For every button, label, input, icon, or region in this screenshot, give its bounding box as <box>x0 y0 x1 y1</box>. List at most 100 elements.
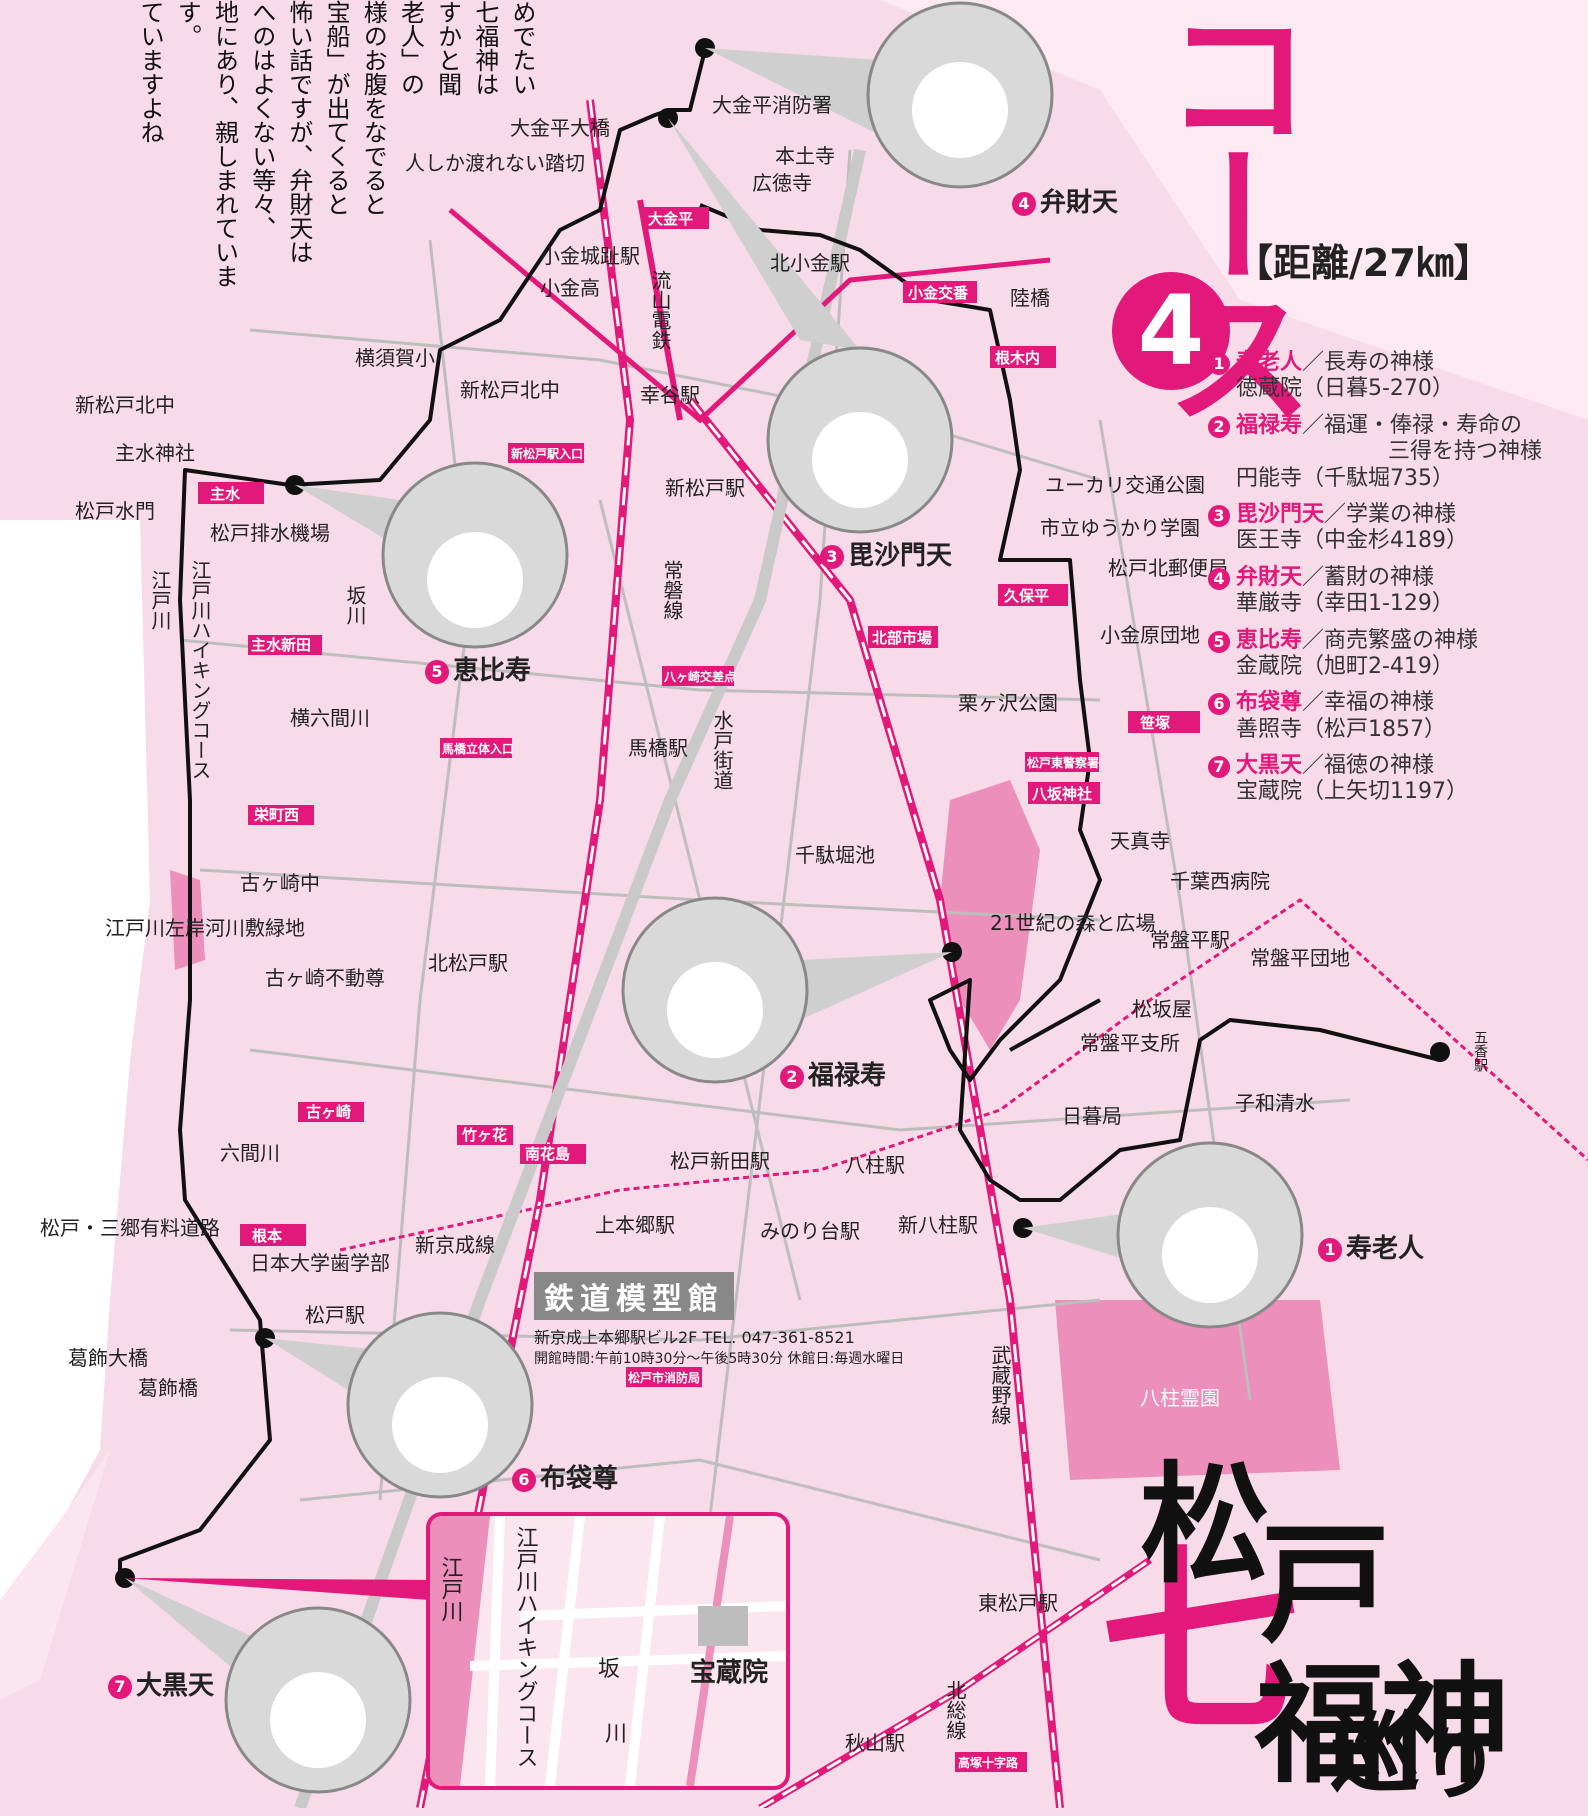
label-higashi-matsudo: 東松戸駅 <box>978 1591 1058 1615</box>
label-rikkyo: 陸橋 <box>1010 286 1050 310</box>
label-kamihongo: 上本郷駅 <box>595 1213 675 1237</box>
inset-saka-label: 坂 <box>598 1657 620 1682</box>
label-tenshinji: 天真寺 <box>1110 829 1170 853</box>
label-matsudo-shinden: 松戸新田駅 <box>670 1149 770 1173</box>
box-takatsuka: 高塚十字路 <box>958 1755 1019 1770</box>
deity-illustrations <box>125 1 1304 1794</box>
legend-name: 寿老人 <box>1236 350 1303 375</box>
box-matsudo-shobo: 松戸市消防局 <box>628 1370 700 1385</box>
box-shusui: 主水 <box>210 485 241 503</box>
intro-line: ていますよね <box>136 0 165 144</box>
legend-number: 3 <box>1208 504 1230 527</box>
title-char: 戸 <box>1260 1508 1391 1661</box>
intro-line: へのはよくない等々、 <box>247 0 276 240</box>
label-matsudo-suimon: 松戸水門 <box>75 499 155 523</box>
legend-item: 2 福禄寿／福運・俸禄・寿命の 三得を持つ神様 円能寺（千駄堀735） <box>1208 413 1568 492</box>
label-kouya: 幸谷駅 <box>640 383 700 407</box>
title-char: 松 <box>1140 1448 1271 1601</box>
label-mori-hiroba: 21世紀の森と広場 <box>990 911 1155 935</box>
box-hachigasaki: 八ヶ崎交差点 <box>663 669 736 684</box>
label-hondoji: 本土寺 <box>775 144 835 168</box>
box-okanedaira: 大金平 <box>648 210 693 228</box>
box-shinmatsudo-iriguchi: 新松戸駅入口 <box>511 446 583 461</box>
box-takegahana: 竹ヶ花 <box>461 1126 507 1144</box>
label-sendabori-ike: 千駄堀池 <box>795 843 875 867</box>
museum-title: 鉄道模型館 <box>534 1272 734 1320</box>
box-matsudo-higashi-keisatsu: 松戸東警察署 <box>1027 755 1099 770</box>
label-saka-kawa: 坂川 <box>343 585 367 625</box>
ryutetsu-line <box>637 199 683 421</box>
title-char-seven: 七 <box>1100 1525 1301 1760</box>
legend-number: 6 <box>1208 693 1230 716</box>
label-tokiwadaira: 常盤平駅 <box>1150 928 1230 952</box>
vertical-labels: 流山電鉄 坂川 江戸川 江戸川ハイキングコース 常磐線 水戸街道 武蔵野線 北総… <box>148 270 1488 1740</box>
label-musashino: 武蔵野線 <box>988 1345 1012 1425</box>
label-matsudo-misato: 松戸・三郷有料道路 <box>40 1216 220 1240</box>
label-edogawa-hiking: 江戸川ハイキングコース <box>188 560 212 780</box>
label-matsudo-haisui: 松戸排水機場 <box>210 521 330 545</box>
box-nemoto: 根本 <box>252 1227 282 1245</box>
box-kubohira: 久保平 <box>1004 587 1049 605</box>
legend-name: 大黒天 <box>1236 753 1303 779</box>
inset-kawa-label: 川 <box>605 1722 627 1747</box>
title-char: 巡 <box>1330 1700 1420 1806</box>
label-ryuzan-dentetsu: 流山電鉄 <box>648 270 672 350</box>
intersection-labels: 大金平 小金交番 根木内 新松戸駅入口 主水 主水新田 久保平 北部市場 八ヶ崎… <box>198 207 1200 1772</box>
label-higurashi: 日暮局 <box>1062 1104 1122 1128</box>
inset-edogawa-label: 江戸川 <box>438 1556 464 1622</box>
legend-number: 2 <box>1208 415 1230 438</box>
intro-line: すかと聞 <box>433 0 462 96</box>
label-yukari-gakuen: 市立ゆうかり学園 <box>1040 516 1200 540</box>
area-yabashira-reien <box>1055 1300 1340 1480</box>
legend-name: 弁財天 <box>1236 564 1303 590</box>
spot-label-text: 寿老人 <box>1346 1234 1425 1264</box>
intro-line: 老人」の <box>396 0 425 96</box>
legend-name: 布袋尊 <box>1236 690 1303 716</box>
place-labels: 大金平大橋 大金平消防署 本土寺 広徳寺 人しか渡れない踏切 小金城趾駅 小金高… <box>40 93 1350 1755</box>
inset-map-hozoin: 江戸川 江戸川ハイキングコース 坂 川 宝蔵院 <box>426 1512 790 1790</box>
intro-line: 地にあり、親しまれています。 <box>173 0 239 288</box>
title-char: 福 <box>1255 1648 1386 1801</box>
legend-temple: 医王寺（中金杉4189） <box>1236 528 1468 554</box>
railway-museum-info: 鉄道模型館 新京成上本郷駅ビル2F TEL. 047-361-8521 開館時間… <box>534 1272 904 1368</box>
legend-number: 5 <box>1208 630 1230 653</box>
label-shin-yabashira: 新八柱駅 <box>898 1213 978 1237</box>
legend-number: 1 <box>1208 353 1230 375</box>
label-edogawa-sagan: 江戸川左岸河川敷緑地 <box>105 916 305 940</box>
label-kurigasawa: 栗ヶ沢公園 <box>958 691 1058 715</box>
label-yabashira: 八柱駅 <box>845 1153 905 1177</box>
label-kogane-ko: 小金高 <box>540 276 600 300</box>
shinkeisei-line <box>339 898 1588 1252</box>
inset-map-svg: 江戸川 江戸川ハイキングコース 坂 川 宝蔵院 <box>430 1516 786 1786</box>
legend-desc: 三得を持つ神様 <box>1388 439 1543 465</box>
spot-label-text: 福禄寿 <box>808 1061 887 1091</box>
label-shinkeisei: 新京成線 <box>415 1233 495 1257</box>
label-edogawa: 江戸川 <box>148 570 172 630</box>
label-tokiwadaira-shisho: 常盤平支所 <box>1080 1031 1180 1055</box>
legend-temple: 円能寺（千駄堀735） <box>1236 465 1454 491</box>
label-tokiwadaira-danchi: 常盤平団地 <box>1250 946 1350 970</box>
spot-label-text: 恵比寿 <box>453 656 532 686</box>
box-nekiuchi: 根木内 <box>995 349 1040 367</box>
label-okanedaira-ohashi: 大金平大橋 <box>510 116 610 140</box>
legend-temple: 華厳寺（幸田1-129） <box>1236 591 1454 617</box>
label-kogasaki-chu: 古ヶ崎中 <box>240 871 320 895</box>
intro-line: 七福神は <box>470 0 499 96</box>
inset-pointer <box>125 1578 430 1600</box>
legend-desc: ／福運・俸禄・寿命の <box>1302 412 1523 438</box>
label-yokorokken: 横六間川 <box>290 706 370 730</box>
legend-desc: ／蓄財の神様 <box>1302 564 1435 590</box>
musashino-line <box>686 397 1064 1808</box>
label-minoridai: みのり台駅 <box>760 1219 860 1243</box>
legend-name: 福禄寿 <box>1236 412 1303 438</box>
title-char: り <box>1420 1717 1500 1811</box>
label-shinmatsudo-kitachu2: 新松戸北中 <box>460 378 560 402</box>
inset-hiking-label: 江戸川ハイキングコース <box>513 1526 539 1768</box>
